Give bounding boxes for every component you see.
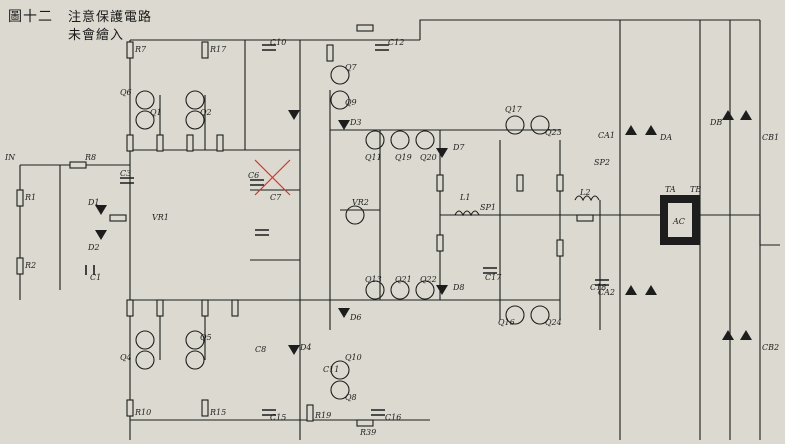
figure-subtitle: 未會繪入 — [68, 28, 125, 43]
figure-number: 圖十二 — [8, 9, 53, 25]
label-q16: Q16 — [498, 318, 515, 327]
label-tb: TB — [690, 185, 701, 194]
label-q17: Q17 — [505, 105, 523, 114]
label-r8: R8 — [84, 153, 96, 162]
crossed-out-mark — [254, 159, 291, 196]
label-q5: Q5 — [200, 333, 212, 342]
transistor-symbols — [135, 65, 550, 400]
label-c6: C6 — [248, 171, 259, 180]
label-r1: R1 — [24, 193, 36, 202]
label-ta: TA — [665, 185, 676, 194]
label-d8: D8 — [452, 283, 465, 292]
label-d6: D6 — [349, 313, 362, 322]
label-input: IN — [4, 153, 16, 162]
label-q20: Q20 — [420, 153, 437, 162]
label-r17: R17 — [209, 45, 227, 54]
label-q19: Q19 — [395, 153, 412, 162]
label-c10: C10 — [270, 38, 286, 47]
label-q6: Q6 — [120, 88, 132, 97]
component-labels: R7 R17 Q6 Q1 Q2 IN R1 R2 R8 D1 D2 VR1 VR… — [4, 38, 779, 437]
label-c8: C8 — [255, 345, 266, 354]
label-q22: Q22 — [420, 275, 437, 284]
label-d3: D3 — [349, 118, 362, 127]
label-r39: R39 — [359, 428, 376, 437]
label-r10: R10 — [134, 408, 151, 417]
label-c17: C17 — [485, 273, 502, 282]
label-cb2: CB2 — [762, 343, 779, 352]
label-da: DA — [659, 133, 672, 142]
label-c12: C12 — [388, 38, 404, 47]
label-q21: Q21 — [395, 275, 412, 284]
label-q11: Q11 — [365, 153, 382, 162]
label-r15: R15 — [209, 408, 226, 417]
label-q2: Q2 — [200, 108, 212, 117]
label-q9: Q9 — [345, 98, 357, 107]
label-c11: C11 — [323, 365, 339, 374]
label-q24: Q24 — [545, 318, 562, 327]
label-q23: Q23 — [545, 128, 562, 137]
label-d4: D4 — [299, 343, 312, 352]
label-ac: AC — [672, 217, 685, 226]
label-ca1: CA1 — [598, 131, 615, 140]
label-q10: Q10 — [345, 353, 362, 362]
label-r19: R19 — [314, 411, 331, 420]
label-d1: D1 — [87, 198, 100, 207]
label-sp1: SP1 — [480, 203, 496, 212]
figure-title: 注意保護電路 — [68, 10, 153, 25]
label-c15: C15 — [270, 413, 286, 422]
label-cb1: CB1 — [762, 133, 779, 142]
label-q8: Q8 — [345, 393, 357, 402]
label-q13: Q13 — [365, 275, 382, 284]
label-c7: C7 — [270, 193, 282, 202]
label-r2: R2 — [24, 261, 36, 270]
label-sp2: SP2 — [594, 158, 610, 167]
label-l2: L2 — [579, 188, 590, 197]
label-c16: C16 — [385, 413, 401, 422]
label-c1: C1 — [90, 273, 101, 282]
label-c3: C3 — [120, 169, 131, 178]
resistor-symbols — [16, 24, 594, 427]
label-q7: Q7 — [345, 63, 358, 72]
diode-symbols — [95, 110, 752, 355]
transformer — [660, 195, 700, 245]
label-vr1: VR1 — [152, 213, 169, 222]
label-d7: D7 — [452, 143, 465, 152]
inductor-symbols — [454, 195, 600, 217]
label-r7: R7 — [134, 45, 147, 54]
label-q4: Q4 — [120, 353, 132, 362]
label-c18: C18 — [590, 283, 606, 292]
label-ca2: CA2 — [598, 288, 615, 297]
label-l1: L1 — [459, 193, 470, 202]
label-db: DB — [709, 118, 722, 127]
label-d2: D2 — [87, 243, 100, 252]
label-q1: Q1 — [150, 108, 162, 117]
label-vr2: VR2 — [352, 198, 369, 207]
